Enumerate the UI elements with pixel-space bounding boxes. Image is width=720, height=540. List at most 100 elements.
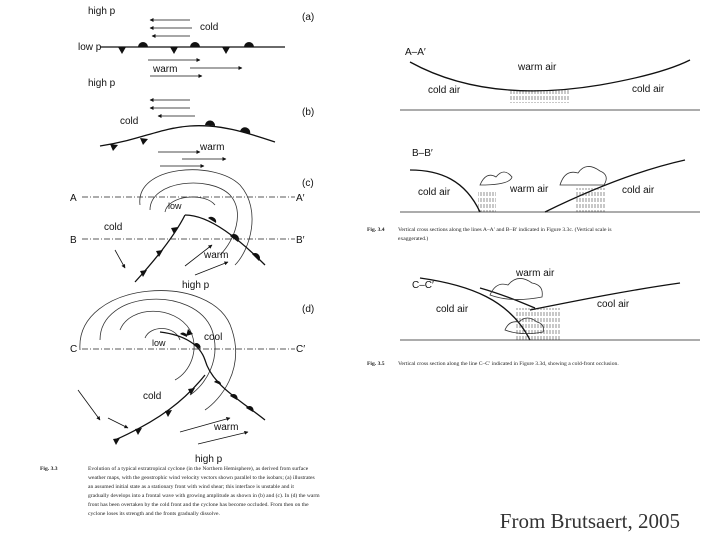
- panel-b-tag: (b): [302, 107, 314, 118]
- panel-c-wind-arrow: [114, 249, 126, 269]
- panel-d-wind-arrow: [107, 417, 129, 429]
- panel-b-wave-front: [99, 125, 276, 147]
- panel-d-cold-front: [114, 374, 206, 441]
- section-cc-cool-interface: [529, 282, 681, 311]
- panel-b-warm-label: warm: [199, 142, 224, 153]
- section-bb-rain: [478, 192, 496, 212]
- caption-fig-3-3-line: cyclone loses its strength and the front…: [88, 510, 220, 517]
- panel-d-isobar: [79, 290, 237, 411]
- panel-c-wind-arrow: [184, 244, 213, 267]
- panel-a-warm-label: warm: [152, 64, 177, 75]
- panel-a-low-label: low p: [78, 42, 102, 53]
- section-bb-cold-left-label: cold air: [418, 187, 451, 198]
- panel-a-tag: (a): [302, 12, 314, 23]
- caption-fig-3-4: Fig. 3.4 Vertical cross sections along t…: [367, 226, 612, 242]
- panel-b: (b) cold warm: [99, 98, 314, 168]
- panel-c-b-prime-label: B′: [296, 235, 305, 246]
- section-bb-cold-right-label: cold air: [622, 185, 655, 196]
- section-cc-title: C–C′: [412, 280, 434, 291]
- panel-d-warm-front-semicircles: [214, 380, 254, 412]
- panel-c-warm-label: warm: [203, 250, 228, 261]
- section-cc-cold-label: cold air: [436, 304, 469, 315]
- section-aa: A–A′ warm air cold air cold air: [400, 47, 700, 111]
- panel-d-isobar: [144, 328, 181, 341]
- caption-fig-3-3-line: Evolution of a typical extratropical cyc…: [88, 465, 309, 472]
- section-bb-title: B–B′: [412, 148, 433, 159]
- panel-c-cold-label: cold: [104, 222, 122, 233]
- section-aa-title: A–A′: [405, 47, 426, 58]
- panel-c-isobar: [164, 196, 216, 213]
- panel-d-tag: (d): [302, 304, 314, 315]
- panel-c-a-prime-label: A′: [296, 193, 305, 204]
- caption-fig-3-3-line: gradually develops into a frontal wave w…: [88, 492, 320, 499]
- panel-d: (d) low cool C C′ cold warm high p: [70, 290, 314, 465]
- panel-d-occlusion-semicircles: [180, 332, 201, 349]
- section-aa-cold-right-label: cold air: [632, 84, 665, 95]
- section-bb-cloud: [479, 171, 513, 186]
- caption-fig-3-4-line: exaggerated.): [398, 235, 428, 242]
- caption-fig-3-5: Fig. 3.5 Vertical cross section along th…: [367, 360, 619, 367]
- caption-fig-3-3-line: weather maps, with the geostrophic wind …: [88, 474, 315, 481]
- section-cc-cloud: [489, 278, 543, 300]
- section-aa-rain: [510, 89, 570, 103]
- panel-c-isobar: [139, 169, 253, 266]
- section-bb-cloud: [559, 166, 607, 186]
- caption-fig-3-3-line: an assumed initial state as a stationary…: [88, 483, 294, 490]
- panel-d-wind-arrow: [197, 430, 249, 445]
- panel-d-low-label: low: [152, 338, 166, 348]
- panel-d-warm-label: warm: [213, 422, 238, 433]
- section-cc-warm-label: warm air: [515, 268, 555, 279]
- panel-d-occlusion-triangles: [186, 329, 193, 336]
- section-cc: C–C′ warm air cold air cool air: [400, 268, 700, 341]
- section-bb-cold-interface: [409, 169, 481, 213]
- panel-a-cold-front-triangles: [118, 47, 230, 54]
- panel-a-high-top-label: high p: [88, 6, 116, 17]
- panel-d-isobar: [99, 298, 216, 396]
- panel-a-cold-label: cold: [200, 22, 218, 33]
- panel-a-high-bottom-label: high p: [88, 78, 116, 89]
- section-bb: B–B′ cold air warm air cold air: [400, 148, 700, 213]
- panel-d-c-prime-label: C′: [296, 344, 305, 355]
- panel-a-warm-front-semicircles: [138, 42, 254, 47]
- panel-d-cool-label: cool: [204, 332, 222, 343]
- panel-c-isobar: [149, 182, 238, 256]
- section-aa-warm-label: warm air: [517, 62, 557, 73]
- panel-d-occluded-front: [159, 331, 266, 421]
- caption-fig-3-3: Fig. 3.3 Evolution of a typical extratro…: [40, 465, 320, 517]
- panel-d-c-label: C: [70, 344, 77, 355]
- section-aa-interface: [409, 59, 691, 92]
- panel-d-wind-arrow: [179, 417, 231, 433]
- panel-d-cold-label: cold: [143, 391, 161, 402]
- caption-fig-3-3-number: Fig. 3.3: [40, 466, 58, 472]
- section-cc-occlusion: [479, 287, 536, 309]
- panel-c: (c) A A′ low cold B B′ warm high p: [70, 169, 314, 291]
- panel-c-a-label: A: [70, 193, 77, 204]
- panel-c-low-label: low: [168, 201, 182, 211]
- caption-fig-3-5-number: Fig. 3.5: [367, 361, 385, 367]
- section-bb-warm-label: warm air: [509, 184, 549, 195]
- panel-d-high-label: high p: [195, 454, 223, 465]
- caption-fig-3-3-line: front has been overtaken by the cold fro…: [88, 501, 309, 508]
- panel-b-cold-front-triangles: [110, 138, 148, 151]
- panel-c-cold-front: [134, 214, 186, 283]
- section-bb-rain: [575, 188, 605, 212]
- panel-c-high-label: high p: [182, 280, 210, 291]
- caption-fig-3-4-number: Fig. 3.4: [367, 227, 385, 233]
- section-cc-cool-label: cool air: [597, 299, 630, 310]
- panel-c-tag: (c): [302, 178, 314, 189]
- caption-fig-3-4-line: Vertical cross sections along the lines …: [398, 226, 612, 233]
- panel-b-warm-front-semicircles: [205, 120, 251, 134]
- section-bb-warm-interface: [544, 159, 686, 213]
- panel-a: high p (a) cold low p warm high p: [78, 6, 314, 89]
- section-aa-cold-left-label: cold air: [428, 85, 461, 96]
- panel-c-cold-front-triangles: [140, 227, 178, 277]
- panel-b-cold-label: cold: [120, 116, 138, 127]
- caption-fig-3-5-line: Vertical cross section along the line C–…: [398, 360, 619, 367]
- panel-c-wind-arrow: [194, 261, 229, 276]
- panel-d-wind-arrow: [77, 389, 101, 421]
- source-credit: From Brutsaert, 2005: [499, 509, 680, 533]
- section-cc-rain: [515, 308, 560, 340]
- panel-c-b-label: B: [70, 235, 77, 246]
- panel-d-isobar: [119, 311, 195, 381]
